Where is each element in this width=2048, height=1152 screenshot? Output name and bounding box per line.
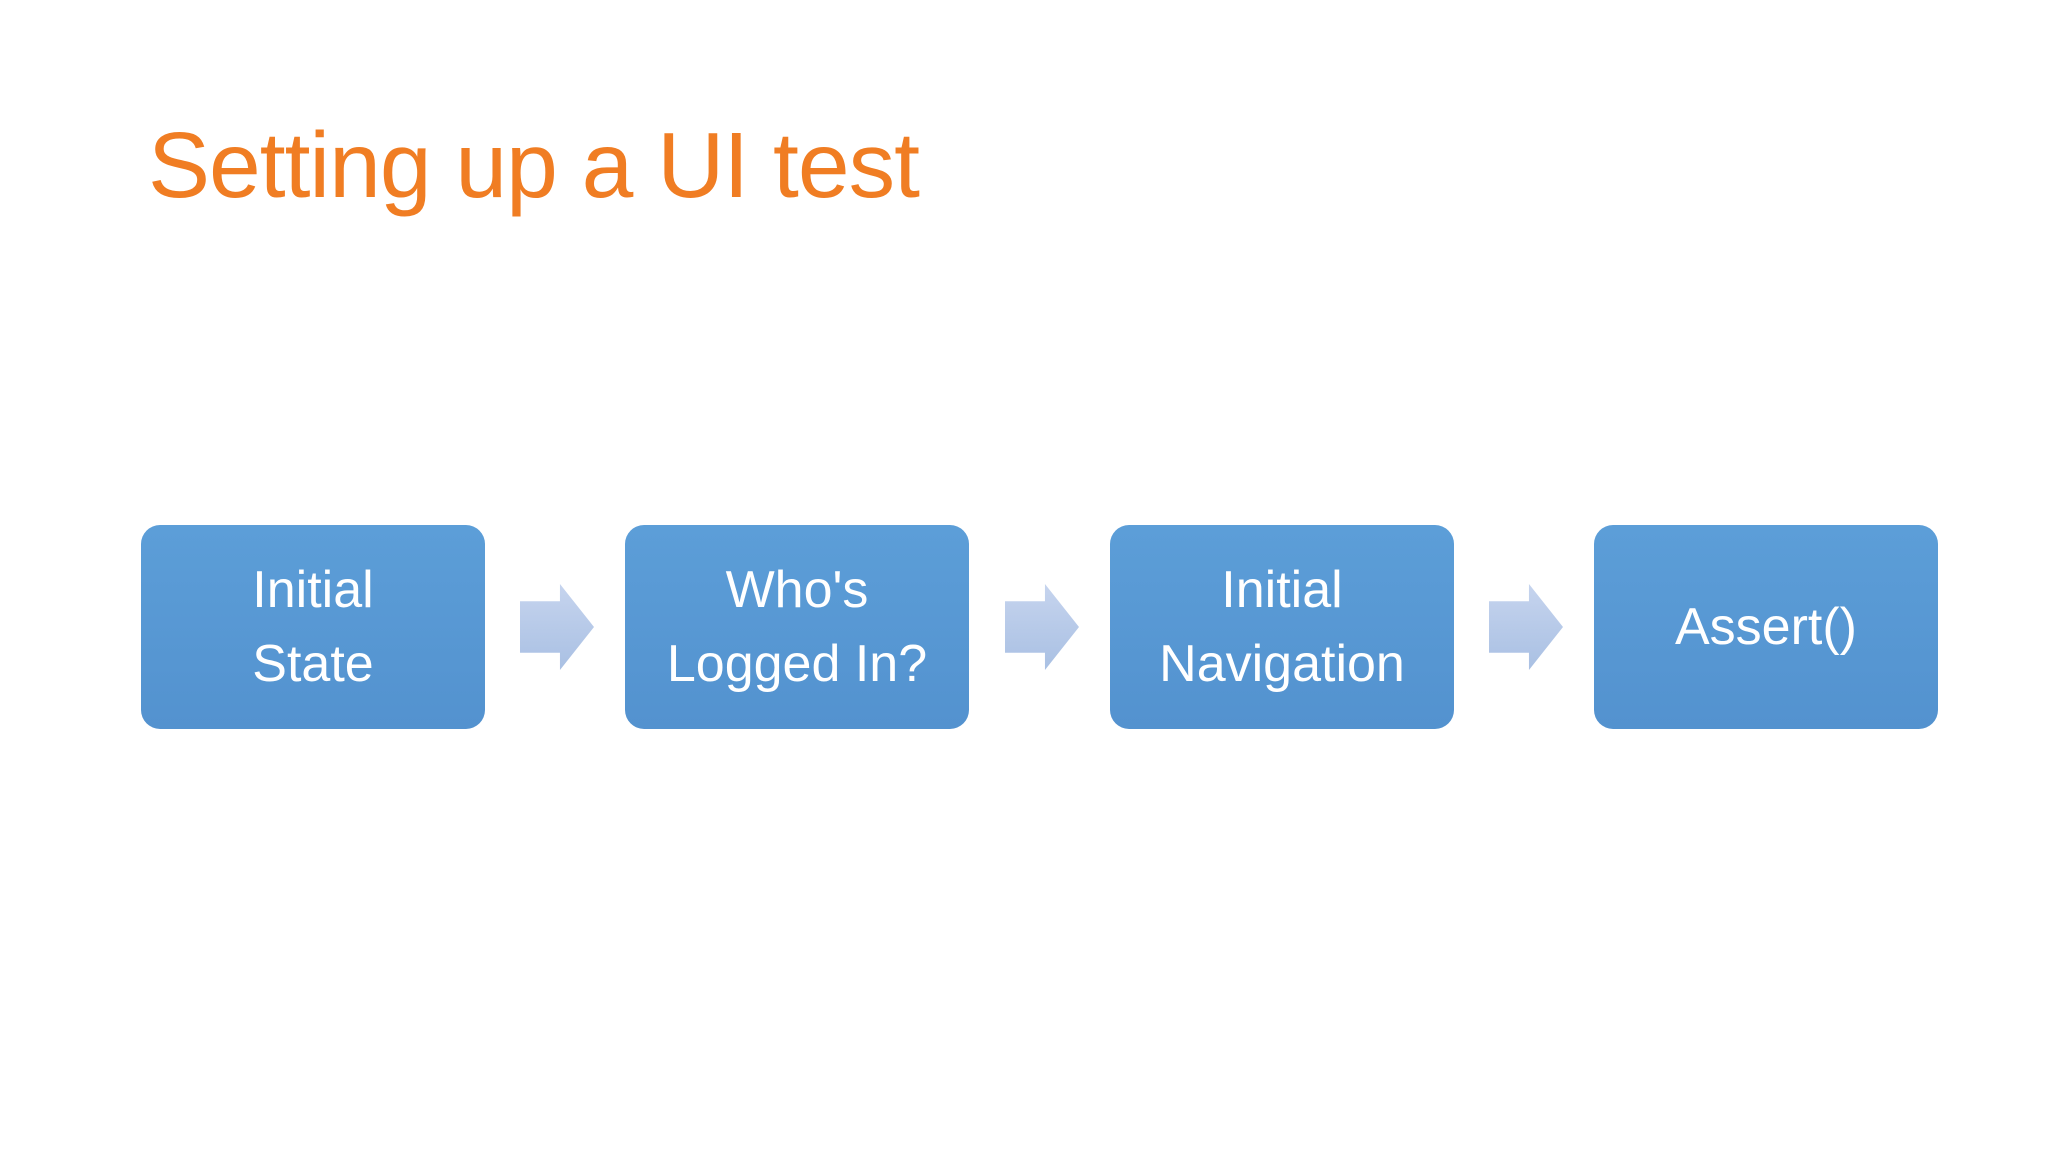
flow-step-assert: Assert()	[1594, 525, 1938, 729]
step-label-line: State	[252, 635, 374, 693]
step-label-line: Assert()	[1675, 598, 1857, 656]
page-title: Setting up a UI test	[148, 113, 920, 217]
step-label-line: Who's	[725, 561, 869, 619]
flow-step-whos-logged-in: Who's Logged In?	[625, 525, 969, 729]
step-label-line: Initial	[252, 561, 374, 619]
right-arrow-icon	[1005, 584, 1079, 670]
step-label-line: Logged In?	[666, 635, 928, 693]
right-arrow-icon	[1489, 584, 1563, 670]
step-label-line: Navigation	[1159, 635, 1405, 693]
flow-step-initial-navigation: Initial Navigation	[1110, 525, 1454, 729]
right-arrow-icon	[520, 584, 594, 670]
step-label-line: Initial	[1221, 561, 1343, 619]
flow-step-initial-state: Initial State	[141, 525, 485, 729]
